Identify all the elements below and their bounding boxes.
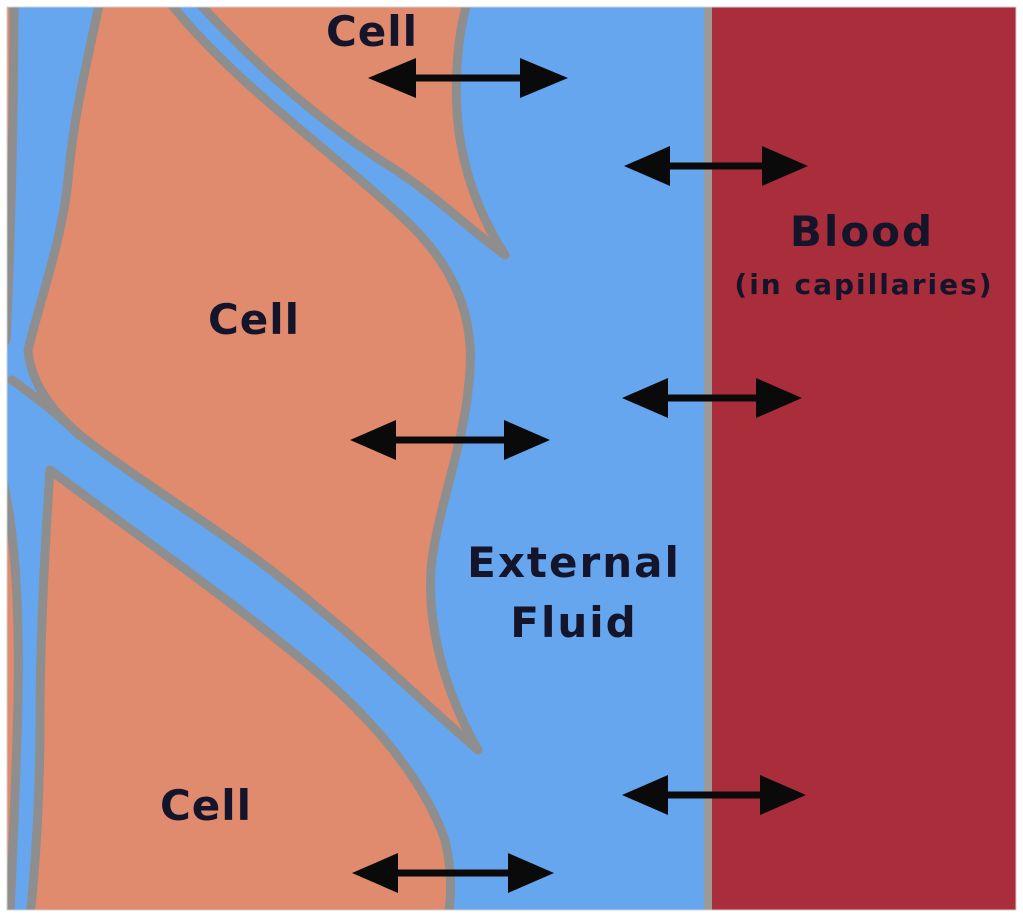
cell-middle-label: Cell <box>208 295 300 344</box>
external-fluid-label-line2: Fluid <box>510 598 637 647</box>
blood-subtitle-label: (in capillaries) <box>734 268 993 301</box>
cell-top-label: Cell <box>326 7 418 56</box>
blood-title-label: Blood <box>790 207 934 256</box>
cell-bottom-label: Cell <box>160 781 252 830</box>
blood-region <box>708 0 1023 917</box>
external-fluid-label-line1: External <box>467 538 681 587</box>
capillary-wall <box>704 0 712 917</box>
